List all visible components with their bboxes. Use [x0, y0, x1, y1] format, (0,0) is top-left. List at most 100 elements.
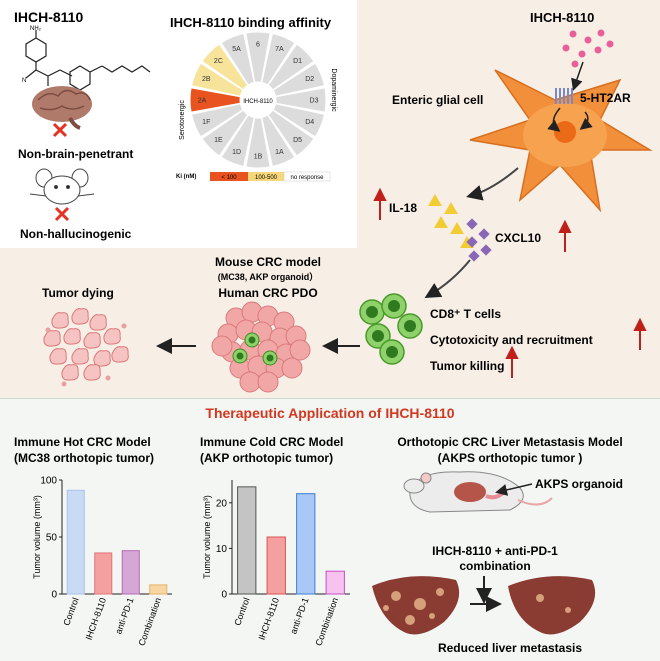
molecule-structure-icon: [25, 30, 151, 91]
mouse-with-tumor-icon: [403, 471, 553, 513]
dying-cell: [93, 350, 111, 367]
serotonergic-label: Serotonergic: [179, 100, 186, 140]
y-tick-label: 50: [46, 533, 58, 544]
signal-arrow-icon: [547, 107, 561, 132]
tumor-cell: [211, 335, 233, 357]
tumor-organoid-icon: [211, 301, 311, 393]
amine-label: NH₂: [30, 26, 42, 32]
legend-label-none: no response: [290, 175, 324, 181]
x-tick-label: Control: [61, 596, 80, 627]
hot-model-title: Immune Hot CRC Model: [14, 435, 151, 449]
dying-cell: [71, 308, 89, 325]
dying-cell: [111, 346, 129, 363]
wheel-segment-2a: [189, 87, 241, 113]
bar-ihch-8110: [94, 552, 113, 595]
dying-cell: [43, 330, 61, 347]
x-tick-label: anti-PD-1: [288, 596, 310, 635]
glia-drug-label: IHCH-8110: [530, 10, 594, 25]
bar-anti-pd-1: [296, 493, 316, 595]
tcell-label: CD8⁺ T cells: [430, 307, 501, 321]
model-title: Mouse CRC model: [215, 255, 321, 269]
wheel-segment-label: D5: [293, 137, 302, 144]
liver-model-title: Orthotopic CRC Liver Metastasis Model: [397, 435, 622, 449]
wheel-segment-label: 1D: [232, 149, 241, 156]
cell-debris: [61, 381, 67, 387]
x-tick-label: Control: [232, 596, 251, 627]
wheel-segment-label: 1B: [254, 154, 263, 161]
wheel-segment-label: 2B: [202, 76, 211, 83]
dying-tumor-icon: [43, 308, 129, 387]
wheel-segment-label: D4: [305, 119, 314, 126]
wheel-segment-2c: [201, 43, 249, 91]
secretion-arrow-icon: [466, 167, 519, 201]
wheel-center-label: IHCH-8110: [243, 99, 273, 105]
dying-cell: [89, 314, 107, 331]
cold-model-title: Immune Cold CRC Model: [200, 435, 343, 449]
wheel-segment-6: [245, 31, 271, 83]
bar-ihch-8110: [266, 536, 286, 595]
dying-cell: [71, 348, 89, 365]
up-arrow-icon: [558, 219, 572, 252]
dying-cell: [63, 328, 81, 345]
wheel-segment-label: 1A: [275, 149, 284, 156]
wheel-segment-1a: [261, 114, 296, 168]
organoid-label: AKPS organoid: [535, 477, 623, 491]
signal-arrow-icon: [579, 111, 593, 130]
wheel-segment-label: D1: [293, 58, 302, 65]
mouse-caption: Non-hallucinogenic: [20, 227, 132, 241]
binding-arrow-icon: [571, 61, 584, 91]
legend-label-mid: 100-500: [255, 175, 278, 181]
wheel-segment-label: 2C: [214, 58, 223, 65]
up-arrow-icon: [633, 317, 647, 350]
affinity-title: IHCH-8110 binding affinity: [170, 15, 332, 30]
cytotoxicity-label: Cytotoxicity and recruitment: [430, 333, 593, 347]
bar-control: [237, 486, 257, 595]
y-tick-label: 0: [221, 590, 227, 601]
tumor-dying-label: Tumor dying: [42, 286, 114, 300]
cxcl10-molecules-icon: [466, 218, 492, 262]
dying-cell: [49, 348, 67, 365]
legend-label-strong: < 100: [221, 175, 237, 181]
mouse-icon: [29, 168, 95, 205]
nitrogen-label: N: [22, 78, 26, 84]
cd8-t-cells-icon: [359, 293, 423, 365]
t-cell-nucleus: [236, 352, 244, 360]
wheel-segment-label: D3: [310, 98, 319, 105]
cell-debris: [45, 327, 51, 333]
brain-icon: [32, 86, 92, 130]
y-tick-label: 20: [216, 498, 228, 509]
tumor-cell: [239, 371, 261, 393]
combination-sublabel: combination: [459, 559, 530, 573]
tumor-cell: [289, 339, 311, 361]
recruitment-arrow-icon: [424, 259, 471, 299]
x-tick-label: IHCH-8110: [84, 596, 109, 641]
wheel-segment-label: D2: [305, 76, 314, 83]
brain-caption: Non-brain-penetrant: [18, 147, 133, 161]
model-subtitle: (MC38, AKP organoid）: [218, 272, 319, 282]
bar-anti-pd-1: [121, 550, 140, 595]
x-tick-label: IHCH-8110: [257, 596, 282, 641]
pdo-title: Human CRC PDO: [218, 286, 317, 300]
legend-swatch-none: [283, 171, 331, 182]
dying-cell: [51, 312, 69, 329]
bar-combination: [325, 570, 345, 595]
legend-swatch-mid: [248, 172, 284, 181]
application-title: Therapeutic Application of IHCH-8110: [205, 405, 454, 421]
hot-model-subtitle: (MC38 orthotopic tumor): [14, 451, 154, 465]
wheel-segment-label: 6: [256, 42, 260, 49]
legend-title: Ki (nM): [176, 174, 196, 180]
il18-label: IL-18: [389, 201, 417, 215]
dopaminergic-label: Dopaminergic: [330, 68, 337, 112]
wheel-segment-2b: [190, 62, 244, 97]
wheel-segment-1d: [220, 114, 255, 168]
y-axis-label: Tumor volume (mm³): [32, 495, 42, 579]
wheel-segment-label: 1F: [202, 119, 210, 126]
glial-cell-label: Enteric glial cell: [392, 93, 483, 107]
cross-icon: [54, 206, 70, 222]
y-axis-label: Tumor volume (mm³): [202, 495, 212, 579]
t-cell-nucleus: [248, 336, 256, 344]
y-tick-label: 10: [216, 544, 228, 555]
